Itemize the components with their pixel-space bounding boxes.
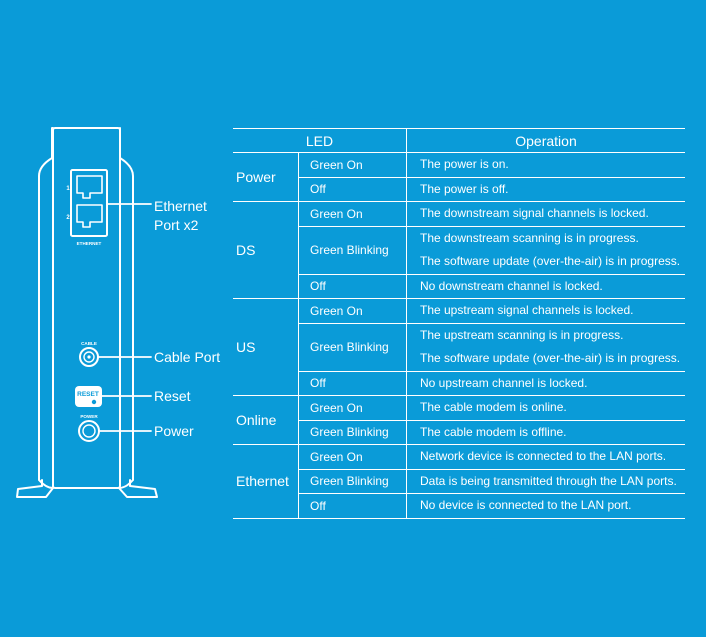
modem-foot-left (16, 479, 54, 498)
led-operation-text: No downstream channel is locked. (420, 278, 603, 293)
led-operation: The downstream signal channels is locked… (406, 201, 685, 227)
led-group-name: US (233, 298, 299, 396)
ethernet-port-callout: Ethernet Port x2 (154, 197, 207, 235)
led-operation: The power is off. (406, 177, 685, 202)
led-state: Off (298, 177, 407, 202)
ethernet-port-callout-line2: Port x2 (154, 217, 199, 233)
ethernet-label: ETHERNET (77, 241, 102, 246)
led-operation: Data is being transmitted through the LA… (406, 469, 685, 494)
led-operation-text: The downstream signal channels is locked… (420, 206, 649, 220)
led-row: Off No upstream channel is locked. (233, 371, 685, 396)
led-state: Green Blinking (298, 469, 407, 494)
led-state: Off (298, 371, 407, 396)
led-header: LED (233, 128, 407, 153)
led-row: Green Blinking The cable modem is offline… (233, 420, 685, 445)
modem-foot-right (118, 479, 158, 498)
led-group-name: Power (233, 152, 299, 202)
modem-back-panel (38, 127, 54, 489)
led-state: Green Blinking (298, 420, 407, 445)
led-operation-text: No upstream channel is locked. (420, 375, 588, 390)
led-operation: The power is on. (406, 152, 685, 178)
led-row: Green Blinking Data is being transmitted … (233, 469, 685, 494)
led-operation-text: The upstream scanning is in progress. (420, 327, 624, 342)
led-operation-text: Data is being transmitted through the LA… (420, 473, 677, 488)
led-group-name: Ethernet (233, 444, 299, 519)
port-number-2: 2 (66, 215, 70, 221)
led-state: Green Blinking (298, 226, 407, 275)
ethernet-jack-1 (76, 175, 103, 199)
modem-front-body (52, 127, 121, 489)
led-operation: No downstream channel is locked. (406, 274, 685, 299)
led-operation-text: The cable modem is offline. (420, 424, 567, 439)
cable-port-callout: Cable Port (154, 349, 221, 365)
led-operation-text: The software update (over-the-air) is in… (420, 351, 681, 365)
led-operation: No upstream channel is locked. (406, 371, 685, 396)
led-operation-text: The cable modem is online. (420, 400, 567, 414)
led-operation-text: The downstream scanning is in progress. (420, 230, 639, 245)
led-operation: The downstream scanning is in progress. T… (406, 226, 685, 275)
power-label: POWER (80, 414, 98, 419)
led-operation: The cable modem is offline. (406, 420, 685, 445)
led-group-name: DS (233, 201, 299, 299)
power-callout: Power (154, 423, 194, 439)
led-operation-text: The power is off. (420, 181, 509, 196)
led-row: Off No downstream channel is locked. (233, 274, 685, 299)
led-operation-text: Network device is connected to the LAN p… (420, 449, 667, 463)
led-state: Off (298, 274, 407, 299)
modem-illustration: 1 2 ETHERNET CABLE RESET POWER (16, 127, 158, 498)
operation-header: Operation (406, 128, 685, 153)
led-operation-text: The software update (over-the-air) is in… (420, 254, 681, 268)
led-state: Green On (298, 298, 407, 324)
led-operation-text: The upstream signal channels is locked. (420, 303, 634, 317)
led-row: Off The power is off. (233, 177, 685, 202)
led-operation: Network device is connected to the LAN p… (406, 444, 685, 470)
reset-label: RESET (77, 391, 99, 398)
led-state: Green On (298, 444, 407, 470)
ethernet-jack-2 (76, 204, 103, 228)
cable-label: CABLE (81, 341, 97, 346)
led-state: Off (298, 493, 407, 519)
power-button-icon (78, 420, 100, 442)
led-operation: No device is connected to the LAN port. (406, 493, 685, 519)
led-state: Green Blinking (298, 323, 407, 372)
led-state: Green On (298, 395, 407, 421)
led-row: Off No device is connected to the LAN por… (233, 493, 685, 519)
led-operation-text: No device is connected to the LAN port. (420, 498, 632, 512)
port-number-1: 1 (66, 186, 70, 192)
led-operation: The cable modem is online. (406, 395, 685, 421)
led-table-header: LED Operation (233, 128, 685, 153)
ethernet-port-callout-line1: Ethernet (154, 198, 207, 214)
led-state: Green On (298, 201, 407, 227)
reset-callout: Reset (154, 388, 191, 404)
ethernet-housing (70, 169, 108, 237)
led-group-name: Online (233, 395, 299, 445)
led-operation: The upstream signal channels is locked. (406, 298, 685, 324)
led-operation: The upstream scanning is in progress. The… (406, 323, 685, 372)
led-operation-text: The power is on. (420, 157, 509, 171)
led-state: Green On (298, 152, 407, 178)
